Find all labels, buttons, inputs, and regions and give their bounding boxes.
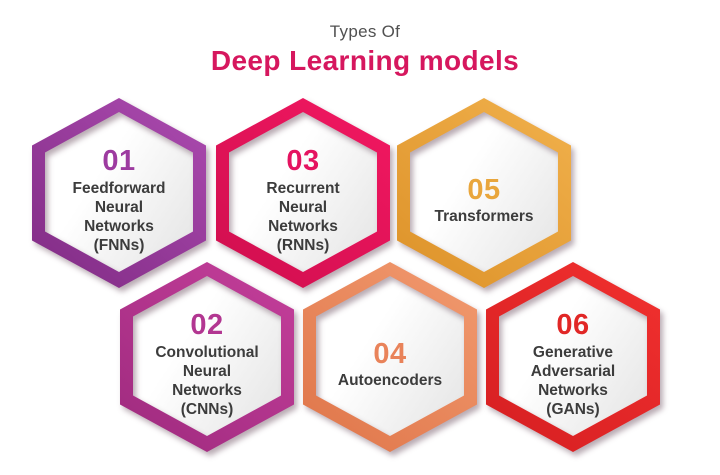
hexagon-number: 01 — [102, 145, 136, 178]
hexagon-label: Recurrent Neural Networks (RNNs) — [266, 179, 340, 254]
hexagon-content: 06 Generative Adversarial Networks (GANs… — [473, 257, 673, 467]
hexagon-gans: 06 Generative Adversarial Networks (GANs… — [473, 257, 673, 467]
title-eyebrow: Types Of — [329, 22, 401, 41]
hexagon-label: Generative Adversarial Networks (GANs) — [530, 343, 616, 418]
hexagon-shape — [397, 98, 571, 288]
title: Types Of Deep Learning models — [0, 22, 720, 78]
hexagon-content: 02 Convolutional Neural Networks (CNNs) — [107, 257, 307, 467]
hexagon-shape — [486, 262, 660, 452]
hexagon-number: 04 — [373, 337, 407, 370]
hexagon-shape — [32, 98, 206, 288]
hexagon-rnns: 03 Recurrent Neural Networks (RNNs) — [203, 93, 403, 303]
hexagon-label: Autoencoders — [337, 372, 443, 390]
hexagon-cnns: 02 Convolutional Neural Networks (CNNs) — [107, 257, 307, 467]
hexagon-number: 05 — [467, 173, 501, 206]
hexagon-content: 05 Transformers — [384, 93, 584, 303]
hexagon-number: 03 — [286, 145, 320, 178]
hexagon-label: Feedforward Neural Networks (FNNs) — [72, 179, 166, 254]
hexagon-content: 01 Feedforward Neural Networks (FNNs) — [19, 93, 219, 303]
hexagon-content: 03 Recurrent Neural Networks (RNNs) — [203, 93, 403, 303]
page-title: Deep Learning models — [210, 45, 520, 77]
hexagon-fnns: 01 Feedforward Neural Networks (FNNs) — [19, 93, 219, 303]
hexagon-autoencoders: 04 Autoencoders — [290, 257, 490, 467]
hexagon-shape — [216, 98, 390, 288]
hexagon-content: 04 Autoencoders — [290, 257, 490, 467]
hexagon-number: 06 — [556, 309, 590, 342]
hexagon-shape — [120, 262, 294, 452]
hexagon-label: Transformers — [434, 208, 534, 226]
hexagon-shape — [303, 262, 477, 452]
hexagon-transformers: 05 Transformers — [384, 93, 584, 303]
hexagon-label: Convolutional Neural Networks (CNNs) — [155, 343, 259, 418]
hexagon-number: 02 — [190, 309, 224, 342]
